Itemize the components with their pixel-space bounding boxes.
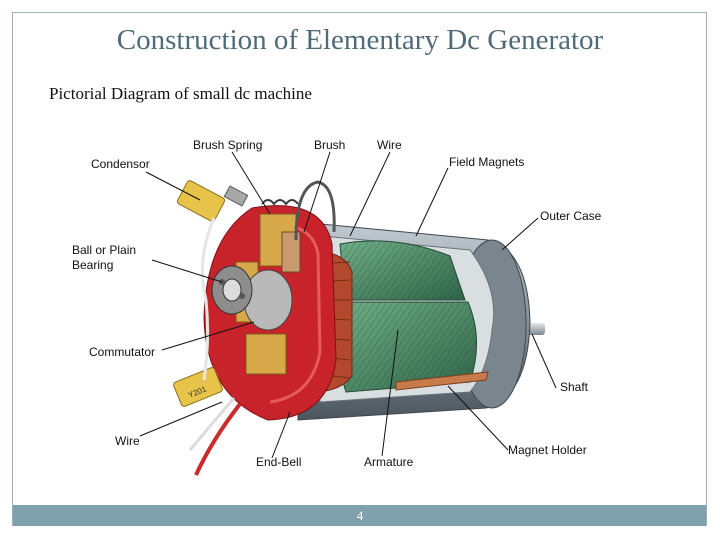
label-field-magnets: Field Magnets (449, 155, 524, 169)
commutator (243, 269, 293, 331)
leader-lines (139, 151, 557, 459)
footer-bar (13, 505, 706, 526)
label-outer-case: Outer Case (540, 209, 602, 223)
brush (281, 231, 301, 273)
condensor-top (176, 180, 249, 222)
label-armature: Armature (364, 455, 414, 469)
page-number: 4 (356, 508, 364, 523)
wire-red (194, 402, 242, 476)
wire-white (200, 217, 216, 381)
diagram-subtitle: Pictorial Diagram of small dc machine (49, 84, 312, 103)
label-end-bell: End-Bell (256, 455, 301, 469)
label-magnet-holder: Magnet Holder (508, 443, 587, 457)
brush-spring (261, 199, 299, 206)
brush-holder-bottom (245, 333, 287, 375)
label-commutator: Commutator (89, 345, 155, 359)
label-brush-spring: Brush Spring (193, 138, 262, 152)
label-bearing-line1: Ball or Plain (72, 243, 136, 257)
label-shaft: Shaft (560, 380, 589, 394)
label-wire-bottom: Wire (115, 434, 140, 448)
magnet-holder (395, 371, 489, 391)
top-wire (294, 180, 336, 241)
slide-title: Construction of Elementary Dc Generator (116, 24, 604, 56)
label-bearing-line2: Bearing (72, 258, 113, 272)
condensor-bottom: Y201 (173, 367, 223, 407)
label-condensor: Condensor (91, 157, 150, 171)
label-brush: Brush (314, 138, 345, 152)
label-wire-top: Wire (377, 138, 402, 152)
